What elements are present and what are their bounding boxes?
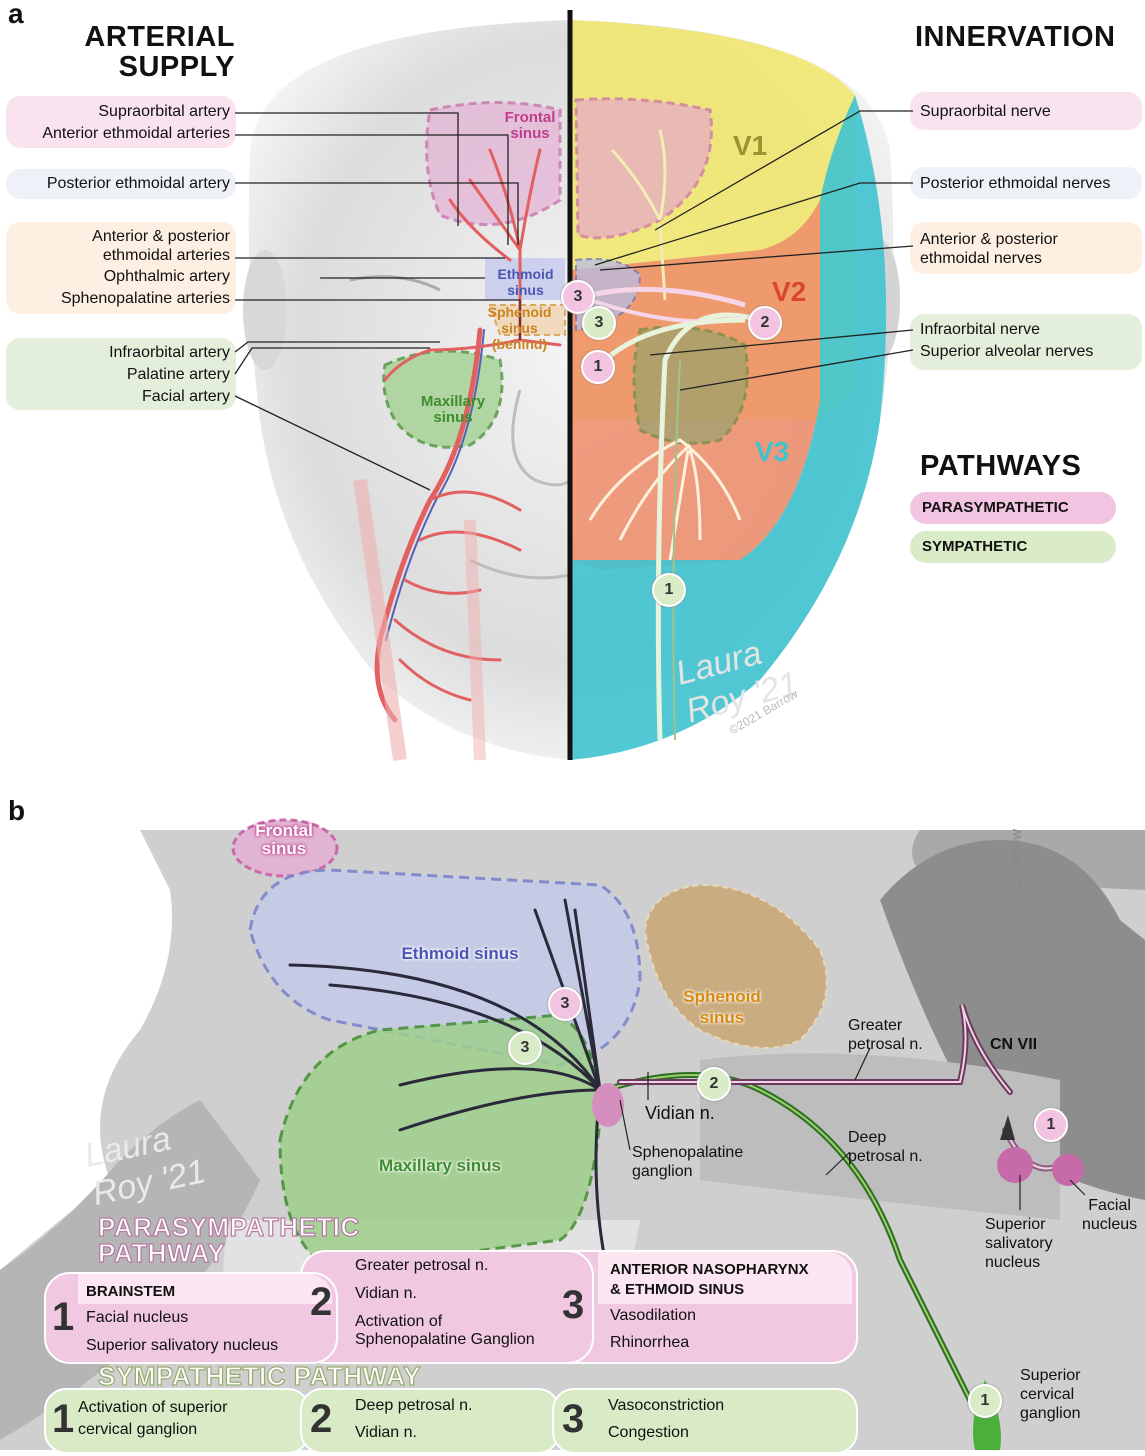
symp-step-1-line-2: cervical ganglion bbox=[78, 1420, 197, 1439]
b-maxillary-sinus-label: Maxillary sinus bbox=[355, 1158, 525, 1174]
badge-b-3-sympathetic: 3 bbox=[508, 1031, 542, 1065]
v2-label: V2 bbox=[772, 276, 806, 308]
label-posterior-ethmoidal-nerves: Posterior ethmoidal nerves bbox=[920, 174, 1110, 193]
para-step-1-heading: BRAINSTEM bbox=[86, 1282, 175, 1301]
badge-a-1-sympathetic: 1 bbox=[652, 573, 686, 607]
symp-step-2-number: 2 bbox=[310, 1397, 332, 1442]
para-step-3-line-1: Vasodilation bbox=[610, 1306, 696, 1325]
badge-b-2: 2 bbox=[697, 1067, 731, 1101]
symp-step-2-line-1: Deep petrosal n. bbox=[355, 1396, 472, 1415]
vidian-label: Vidian n. bbox=[645, 1104, 715, 1123]
label-superior-alveolar-nerves: Superior alveolar nerves bbox=[920, 342, 1093, 361]
v3-label: V3 bbox=[755, 436, 789, 468]
label-ant-post-ethmoidal-nerves: Anterior & posterior ethmoidal nerves bbox=[920, 230, 1058, 268]
pathways-heading: PATHWAYS bbox=[920, 451, 1081, 481]
para-step-2-line-2: Vidian n. bbox=[355, 1284, 417, 1303]
copyright-b: ©2021 Barrow bbox=[1008, 829, 1025, 925]
para-step-3-number: 3 bbox=[562, 1283, 584, 1328]
b-ethmoid-sinus-label: Ethmoid sinus bbox=[380, 946, 540, 962]
para-step-3-line-2: Rhinorrhea bbox=[610, 1333, 689, 1352]
para-step-3-heading-2: & ETHMOID SINUS bbox=[610, 1280, 744, 1299]
para-step-1-line-2: Superior salivatory nucleus bbox=[86, 1336, 278, 1355]
badge-a-2: 2 bbox=[748, 306, 782, 340]
label-posterior-ethmoidal-artery: Posterior ethmoidal artery bbox=[47, 174, 230, 193]
symp-step-2-line-2: Vidian n. bbox=[355, 1423, 417, 1442]
symp-step-3-line-1: Vasoconstriction bbox=[608, 1396, 724, 1415]
legend-sympathetic: SYMPATHETIC bbox=[910, 531, 1116, 563]
symp-step-1-number: 1 bbox=[52, 1397, 74, 1442]
badge-b-3-parasympathetic: 3 bbox=[548, 987, 582, 1021]
para-step-2-line-1: Greater petrosal n. bbox=[355, 1256, 488, 1275]
arterial-supply-heading: ARTERIAL SUPPLY bbox=[60, 22, 235, 82]
label-anterior-ethmoidal-arteries: Anterior ethmoidal arteries bbox=[42, 124, 230, 143]
label-ophthalmic-artery: Ophthalmic artery bbox=[104, 267, 230, 286]
label-supraorbital-artery: Supraorbital artery bbox=[98, 102, 230, 121]
para-step-2-line-4: Sphenopalatine Ganglion bbox=[355, 1330, 535, 1349]
symp-step-3-number: 3 bbox=[562, 1397, 584, 1442]
v1-label: V1 bbox=[733, 130, 767, 162]
panel-b-letter: b bbox=[8, 795, 25, 827]
badge-b-1-sympathetic: 1 bbox=[968, 1384, 1002, 1418]
legend-parasympathetic: PARASYMPATHETIC bbox=[910, 492, 1116, 524]
para-step-1-line-1: Facial nucleus bbox=[86, 1308, 188, 1327]
label-facial-artery: Facial artery bbox=[142, 387, 230, 406]
badge-a-1-parasympathetic: 1 bbox=[581, 350, 615, 384]
badge-b-1-parasympathetic: 1 bbox=[1034, 1108, 1068, 1142]
label-infraorbital-nerve: Infraorbital nerve bbox=[920, 320, 1040, 339]
para-step-3-heading-1: ANTERIOR NASOPHARYNX bbox=[610, 1260, 809, 1279]
badge-a-3-sympathetic: 3 bbox=[582, 306, 616, 340]
innervation-heading: INNERVATION bbox=[915, 22, 1115, 52]
para-step-1-number: 1 bbox=[52, 1295, 74, 1340]
label-palatine-artery: Palatine artery bbox=[127, 365, 230, 384]
para-step-2-number: 2 bbox=[310, 1280, 332, 1325]
para-step-2-line-3: Activation of bbox=[355, 1312, 442, 1331]
symp-step-1-line-1: Activation of superior bbox=[78, 1398, 227, 1417]
label-ant-post-ethmoidal-arteries: Anterior & posterior ethmoidal arteries bbox=[92, 227, 230, 265]
symp-step-3-line-2: Congestion bbox=[608, 1423, 689, 1442]
label-infraorbital-artery: Infraorbital artery bbox=[109, 343, 230, 362]
cn-vii-label: CN VII bbox=[990, 1035, 1037, 1054]
label-supraorbital-nerve: Supraorbital nerve bbox=[920, 102, 1051, 121]
label-sphenopalatine-arteries: Sphenopalatine arteries bbox=[61, 289, 230, 308]
panel-a-letter: a bbox=[8, 0, 24, 30]
